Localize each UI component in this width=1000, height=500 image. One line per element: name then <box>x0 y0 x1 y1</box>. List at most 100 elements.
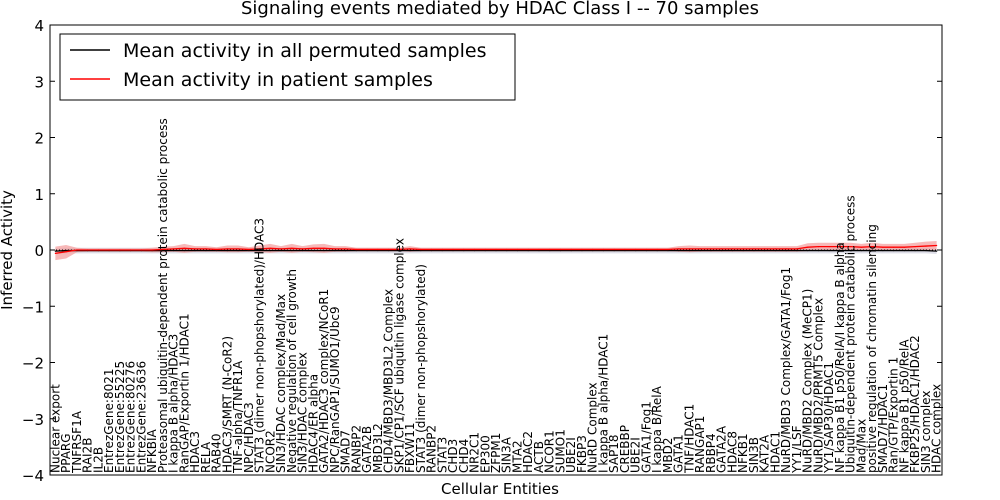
x-tick-label: I kappa B alpha/HDAC3 <box>167 334 181 473</box>
data-point-patient <box>613 248 615 251</box>
data-point-permuted <box>860 249 862 252</box>
data-point-patient <box>828 246 830 248</box>
data-point-patient <box>65 251 67 253</box>
data-point-permuted <box>893 249 895 252</box>
data-point-permuted <box>398 249 400 252</box>
data-point-patient <box>817 246 820 248</box>
x-tick-label: EntrezGene:23636 <box>134 361 148 473</box>
y-tick-label: −3 <box>22 411 44 429</box>
x-tick-label: RBBP4 <box>704 433 718 473</box>
x-tick-label: TNFRSF1A <box>70 410 84 474</box>
data-point-permuted <box>753 249 755 252</box>
data-point-patient <box>785 248 787 250</box>
x-tick-label: RANBP2 <box>349 425 363 473</box>
data-point-patient <box>387 248 390 251</box>
data-point-patient <box>301 248 304 250</box>
data-point-permuted <box>602 249 605 252</box>
x-axis-label: Cellular Entities <box>441 480 559 498</box>
x-tick-label: RanGAP/Exportin 1/HDAC1 <box>177 313 191 473</box>
data-point-permuted <box>807 249 809 252</box>
data-point-patient <box>258 248 261 250</box>
x-tick-label: GATA2B <box>360 426 374 473</box>
data-point-permuted <box>570 249 572 252</box>
x-tick-label: RAI2B <box>81 438 95 473</box>
data-point-patient <box>484 248 486 251</box>
x-tick-label: STAT3 <box>435 437 449 473</box>
data-point-patient <box>130 249 132 251</box>
data-point-patient <box>463 248 465 251</box>
data-point-permuted <box>183 249 185 252</box>
data-point-permuted <box>688 249 691 252</box>
x-tick-label: MBD2 <box>661 438 675 473</box>
data-point-permuted <box>334 249 336 252</box>
data-point-patient <box>495 248 497 251</box>
x-tick-label: Nuclear export <box>48 384 62 473</box>
x-tick-label: SIN3 complex <box>919 391 933 473</box>
data-point-permuted <box>291 249 293 252</box>
chart-title: Signaling events mediated by HDAC Class … <box>241 0 759 19</box>
data-point-permuted <box>441 249 443 252</box>
data-point-patient <box>398 248 400 251</box>
x-tick-label: NFKB1 <box>736 433 750 473</box>
x-tick-label: NCOR1 <box>543 430 557 473</box>
data-point-patient <box>248 248 250 251</box>
data-point-patient <box>76 249 78 251</box>
x-tick-label: Ran/GTP/Exportin 1 <box>887 357 901 473</box>
data-point-patient <box>570 248 572 251</box>
data-point-permuted <box>473 249 476 252</box>
data-point-patient <box>699 248 701 250</box>
x-tick-label: HDAC1 <box>768 431 782 473</box>
x-tick-label: SMAD7/HDAC1 <box>876 384 890 473</box>
x-tick-label: ZFPM1 <box>489 433 503 473</box>
y-tick-label: 4 <box>34 17 44 35</box>
x-tick-label: EntrezGene:8021 <box>102 369 116 474</box>
data-point-patient <box>119 249 121 251</box>
data-point-permuted <box>301 249 304 252</box>
data-point-permuted <box>280 249 282 252</box>
data-point-patient <box>430 248 433 251</box>
data-point-patient <box>559 248 562 251</box>
x-tick-label: FBXW11 <box>403 423 417 474</box>
x-tick-label: RELA <box>199 441 213 473</box>
data-point-patient <box>764 248 766 250</box>
x-tick-label: UBE2I <box>629 437 643 473</box>
data-point-patient <box>527 248 529 251</box>
x-tick-label: GATA2/HDAC3 complex/NCoR1 <box>317 289 331 473</box>
x-tick-label: IL2B <box>91 447 105 473</box>
data-point-permuted <box>742 249 744 252</box>
data-point-patient <box>452 248 454 251</box>
data-point-patient <box>753 248 755 250</box>
data-point-patient <box>194 248 196 250</box>
data-point-patient <box>162 248 164 251</box>
data-point-permuted <box>516 249 519 252</box>
x-tick-label: NuRD/MBD2/PRMT5 Complex <box>811 298 825 473</box>
y-tick-label: −1 <box>22 298 44 316</box>
data-point-permuted <box>624 249 626 252</box>
data-point-permuted <box>387 249 390 252</box>
data-point-permuted <box>248 249 250 252</box>
x-tick-label: positive regulation of chromatin silenci… <box>865 224 879 473</box>
data-point-patient <box>269 247 271 249</box>
x-tick-label: NCOR2 <box>263 430 277 473</box>
data-point-patient <box>635 248 637 251</box>
data-point-permuted <box>936 250 938 252</box>
x-tick-label: SUMO1 <box>553 429 567 473</box>
data-point-permuted <box>828 249 830 252</box>
data-point-patient <box>151 249 153 251</box>
data-point-patient <box>721 248 723 250</box>
data-point-patient <box>925 245 927 247</box>
x-tick-label: EP300 <box>478 435 492 473</box>
y-tick-label: −2 <box>22 355 44 373</box>
x-tick-label: GATA1/Fog1 <box>639 401 653 473</box>
data-point-patient <box>54 252 56 254</box>
data-point-patient <box>87 249 89 251</box>
x-tick-label: I kappa B/RelA <box>650 385 664 473</box>
x-tick-label: GATA2A <box>715 425 729 473</box>
x-tick-label: HDAC complex <box>930 384 944 473</box>
data-point-permuted <box>377 249 379 252</box>
x-tick-label: RAB40 <box>210 433 224 473</box>
data-point-patient <box>893 246 895 248</box>
x-tick-label: GATA1 <box>672 434 686 473</box>
